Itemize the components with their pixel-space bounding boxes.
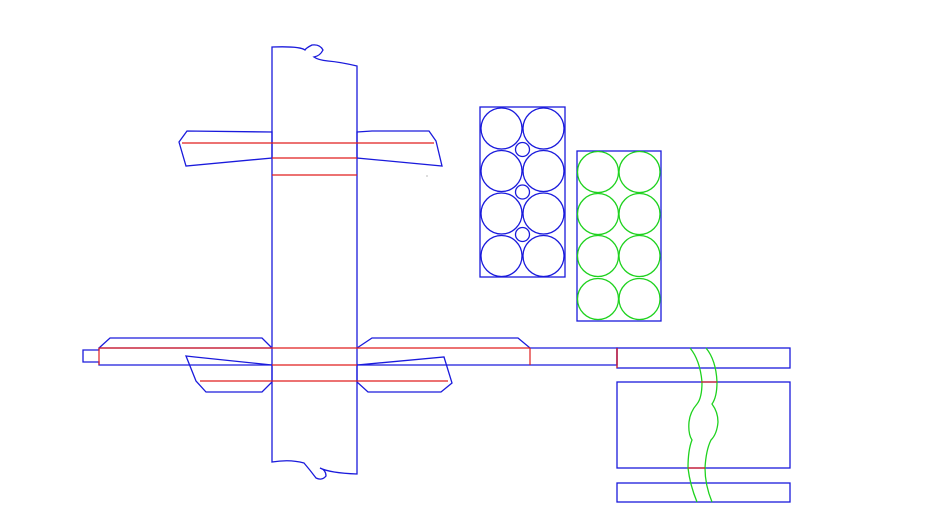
blue-circle-hole [480, 149, 523, 193]
blue-circle-group [480, 107, 565, 278]
green-circle-group [576, 150, 661, 321]
green-circle-hole [576, 234, 620, 278]
green-circle-hole [618, 234, 661, 278]
green-circle-hole [576, 277, 620, 321]
upper-wing-assembly [178, 130, 443, 176]
blue-circle-hole [522, 234, 565, 278]
green-circle-hole [618, 150, 661, 194]
right-top-strip [616, 347, 791, 369]
blue-circle-hole [480, 234, 523, 278]
blue-small-circle-hole [514, 226, 531, 243]
green-circle-panel [576, 150, 662, 322]
blue-small-circle-hole [514, 141, 531, 158]
upper-right-wing [356, 130, 443, 167]
green-circle-hole [576, 192, 620, 236]
lower-left-flap [184, 355, 273, 393]
blue-circle-hole [522, 192, 565, 235]
right-middle-panel [616, 381, 791, 469]
green-circle-hole [618, 192, 661, 236]
right-strip-assembly [616, 347, 791, 503]
lower-right-flap [356, 356, 453, 393]
stray-dot [426, 175, 428, 177]
lower-wing-assembly [82, 337, 618, 393]
blue-circle-hole [522, 149, 565, 193]
blue-circle-hole [480, 107, 523, 150]
blue-circle-panel [479, 106, 566, 278]
green-circle-hole [618, 277, 661, 321]
blue-circle-hole [522, 107, 565, 150]
right-bottom-strip [616, 482, 791, 503]
green-cut-right-edge [704, 347, 719, 503]
body-strip-outline [271, 44, 358, 480]
blue-circle-hole [480, 192, 523, 235]
green-circle-hole [576, 150, 620, 194]
upper-left-wing [178, 130, 273, 167]
green-circle-panel-frame [576, 150, 662, 322]
blue-circle-panel-frame [479, 106, 566, 278]
blue-small-circle-hole [514, 184, 531, 200]
green-cut-left-edge [687, 347, 703, 503]
lower-arm-left-tab [98, 337, 273, 349]
body-strip [271, 44, 358, 480]
